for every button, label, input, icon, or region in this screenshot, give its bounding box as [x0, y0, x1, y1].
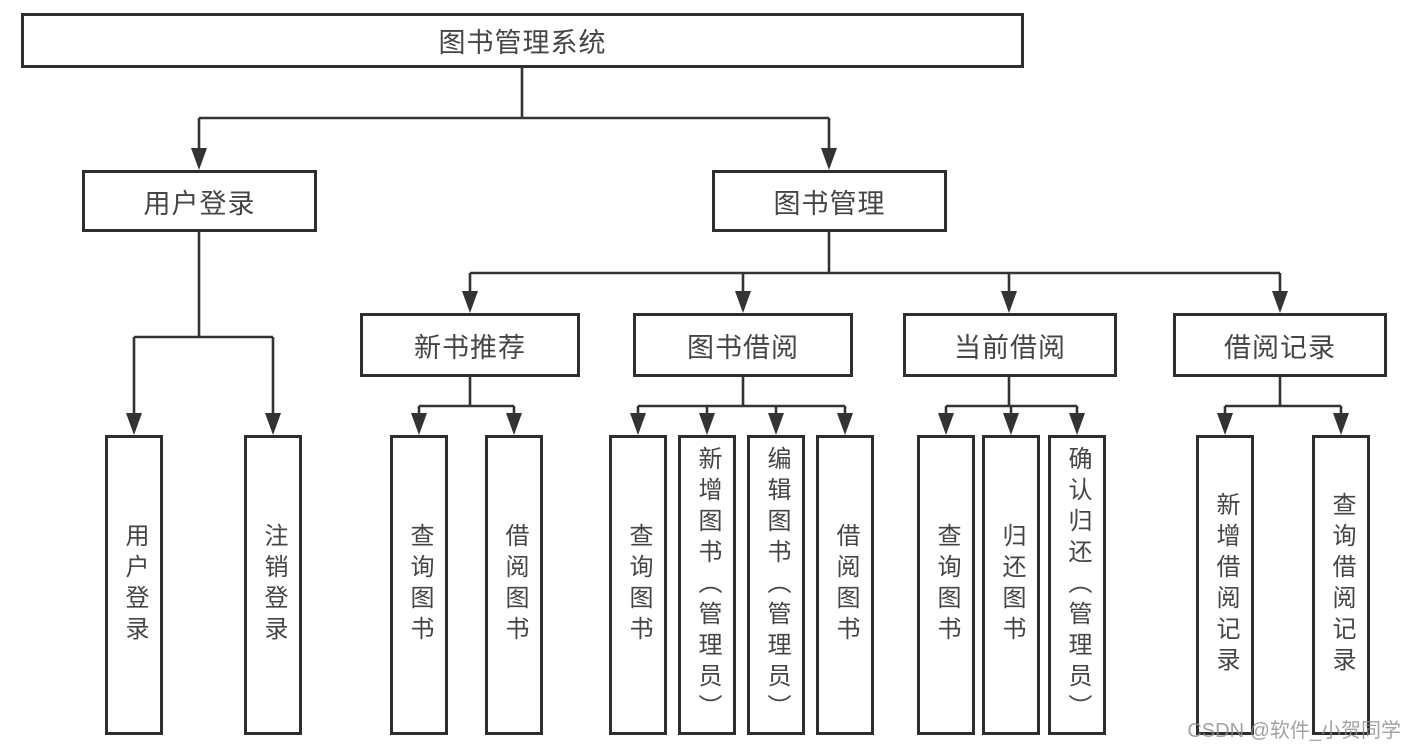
leaf-query-books-recommend: 查询图书 [390, 435, 448, 735]
node-new-book-recommendation: 新书推荐 [360, 313, 580, 377]
leaf-query-books-borrowing: 查询图书 [609, 435, 667, 735]
node-book-management: 图书管理 [712, 170, 947, 232]
arrowheads [126, 148, 1349, 435]
leaf-add-book-admin: 新增图书（管理员） [678, 435, 736, 735]
connector-stems [132, 68, 1343, 415]
leaf-query-books-current: 查询图书 [917, 435, 975, 735]
leaf-user-login: 用户登录 [105, 435, 163, 735]
leaf-add-borrow-record: 新增借阅记录 [1196, 435, 1254, 735]
node-library-management-system: 图书管理系统 [21, 13, 1024, 68]
node-borrowing-records: 借阅记录 [1173, 313, 1387, 377]
node-user-login: 用户登录 [82, 170, 317, 232]
node-book-borrowing: 图书借阅 [633, 313, 853, 377]
leaf-edit-book-admin: 编辑图书（管理员） [747, 435, 805, 735]
leaf-logout: 注销登录 [244, 435, 302, 735]
leaf-confirm-return-admin: 确认归还（管理员） [1048, 435, 1106, 735]
leaf-return-book: 归还图书 [982, 435, 1040, 735]
node-current-borrowing: 当前借阅 [903, 313, 1117, 377]
leaf-query-borrow-record: 查询借阅记录 [1312, 435, 1370, 735]
leaf-borrow-book: 借阅图书 [816, 435, 874, 735]
leaf-borrow-book-recommend: 借阅图书 [485, 435, 543, 735]
